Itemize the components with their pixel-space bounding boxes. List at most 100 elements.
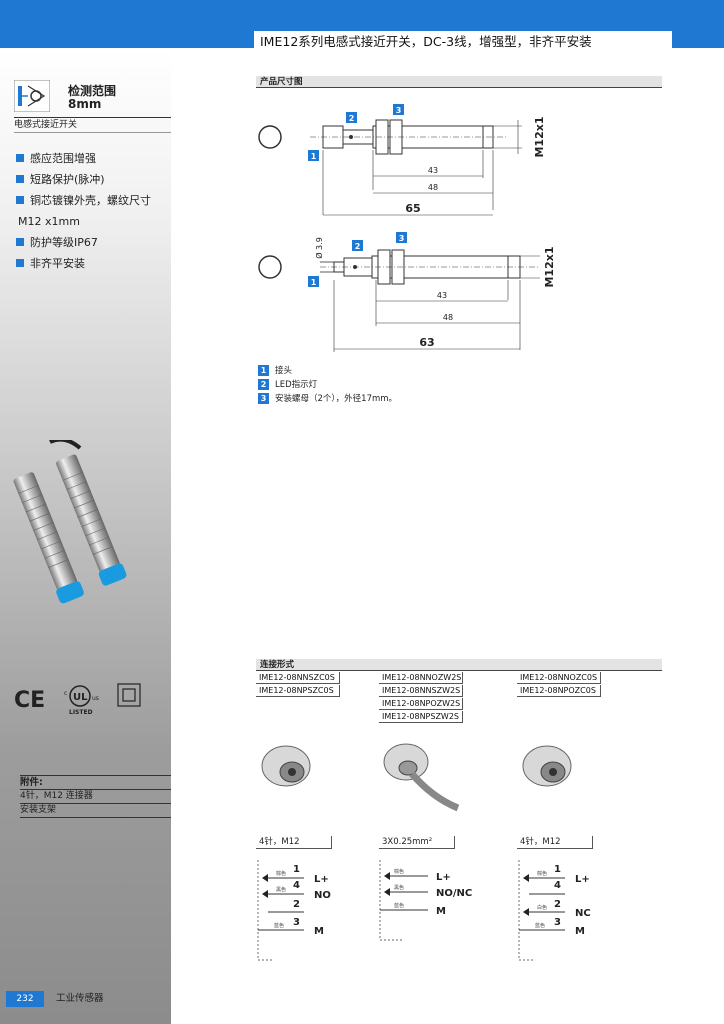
dim-total: 63 (419, 336, 434, 349)
svg-text:黑色: 黑色 (276, 886, 286, 893)
legend-number: 2 (258, 379, 269, 390)
model-number: IME12-08NPSZC0S (256, 685, 340, 697)
wire-row: 蓝色 3 M (258, 917, 324, 937)
svg-text:c: c (64, 690, 67, 697)
m12-connector-image (261, 745, 311, 787)
thread-label: M12x1 (533, 116, 546, 157)
bullet-square-icon (16, 175, 24, 183)
svg-text:3: 3 (396, 106, 402, 115)
svg-text:2: 2 (349, 114, 355, 123)
svg-text:3: 3 (293, 917, 300, 928)
feature-item: M12 x1mm (18, 215, 80, 228)
wire-row: 棕色 L+ (384, 868, 451, 883)
model-number: IME12-08NNSZW2S (379, 685, 463, 697)
svg-text:2: 2 (293, 899, 300, 910)
svg-text:3: 3 (399, 234, 405, 243)
svg-text:UL: UL (73, 692, 88, 703)
dim-a: 43 (437, 291, 447, 300)
callout-2 (352, 240, 363, 251)
detection-range-box: 检测范围 8mm (14, 77, 171, 117)
svg-text:M: M (436, 906, 446, 917)
detection-range-value: 8mm (68, 97, 102, 111)
connection-type-label: 4针，M12 (517, 836, 593, 849)
certification-marks: CE UL c us LISTED (14, 683, 141, 716)
feature-item: 感应范围增强 (14, 148, 171, 169)
wire-row: 2 (268, 899, 304, 913)
callout-1 (308, 150, 319, 161)
sensor-range-icon (14, 80, 50, 112)
svg-text:4: 4 (554, 880, 561, 891)
dimension-drawing-2: Ø 3.9 M12x1 43 48 63 1 2 3 (258, 232, 556, 352)
svg-text:棕色: 棕色 (276, 870, 286, 877)
callout-3 (393, 104, 404, 115)
accessory-item: 4针，M12 连接器 (20, 789, 171, 803)
connection-type-label: 3X0.25mm² (379, 836, 455, 849)
svg-text:L+: L+ (575, 874, 590, 885)
svg-text:NC: NC (575, 908, 591, 919)
wire-row: 棕色 1 L+ (262, 864, 329, 885)
feature-item: 非齐平安装 (14, 253, 171, 274)
svg-text:棕色: 棕色 (394, 868, 404, 875)
wire-row: 4 (529, 880, 565, 895)
svg-text:1: 1 (311, 152, 317, 161)
feature-item: 防护等级IP67 (14, 232, 171, 253)
dimension-drawing-1: M12x1 43 48 65 1 2 3 (258, 104, 546, 216)
callout-3 (396, 232, 407, 243)
thread-label: M12x1 (543, 246, 556, 287)
svg-text:M: M (314, 926, 324, 937)
wiring-diagram-1: 棕色 1 L+ 黑色 4 NO 2 蓝色 3 M (257, 860, 331, 961)
legend-number: 3 (258, 393, 269, 404)
feature-item: 短路保护(脉冲) (14, 169, 171, 190)
dimensions-section-header: 产品尺寸图 (256, 76, 662, 88)
model-number: IME12-08NNOZC0S (517, 672, 601, 684)
svg-text:4: 4 (293, 880, 300, 891)
wire-row: 蓝色 M (380, 902, 446, 917)
wire-row: 黑色 4 NO (262, 880, 331, 901)
wire-row: 白色 2 NC (523, 899, 591, 919)
wire-row: 蓝色 3 M (519, 917, 585, 937)
legend-number: 1 (258, 365, 269, 376)
svg-text:NO/NC: NO/NC (436, 888, 472, 899)
page-number: 232 (6, 991, 44, 1007)
accessories-title: 附件: (20, 775, 171, 790)
svg-text:1: 1 (311, 278, 317, 287)
svg-text:1: 1 (554, 864, 561, 875)
wiring-diagram-2: 棕色 L+ 黑色 NO/NC 蓝色 M (379, 860, 472, 941)
feature-item: 铜芯镀镍外壳，螺纹尺寸 (14, 190, 171, 211)
svg-text:us: us (92, 695, 99, 702)
wire-row: 黑色 NO/NC (384, 884, 472, 899)
category-label: 电感式接近开关 (14, 117, 171, 133)
model-number: IME12-08NPOZC0S (517, 685, 601, 697)
dim-a: 43 (428, 166, 438, 175)
svg-text:NO: NO (314, 890, 331, 901)
svg-text:黑色: 黑色 (394, 884, 404, 891)
detection-range-label: 检测范围 (68, 84, 117, 98)
ul-mark-icon (69, 685, 91, 707)
svg-text:蓝色: 蓝色 (394, 902, 404, 909)
svg-text:2: 2 (554, 899, 561, 910)
wiring-diagram-3: 棕色 1 L+ 4 白色 2 NC 蓝色 3 M (518, 860, 591, 961)
connection-type-label: 4针，M12 (256, 836, 332, 849)
model-number: IME12-08NPOZW2S (379, 698, 463, 710)
dim-b: 48 (428, 183, 438, 192)
m12-connector-image (522, 745, 572, 787)
accessory-item: 安装支架 (20, 803, 171, 818)
svg-text:L+: L+ (314, 874, 329, 885)
bullet-square-icon (16, 154, 24, 162)
svg-text:3: 3 (554, 917, 561, 928)
cable-diameter-label: Ø 3.9 (314, 237, 324, 259)
model-number: IME12-08NNSZC0S (256, 672, 340, 684)
class-ii-icon (117, 683, 141, 707)
svg-text:蓝色: 蓝色 (274, 922, 284, 929)
bullet-square-icon (16, 238, 24, 246)
product-photo (13, 440, 127, 604)
footer-text: 工业传感器 (56, 993, 104, 1004)
dim-total: 65 (405, 202, 420, 215)
ul-listed-text: LISTED (69, 709, 93, 716)
svg-text:1: 1 (293, 864, 300, 875)
dim-b: 48 (443, 313, 453, 322)
cable-sensor-image (383, 743, 460, 812)
